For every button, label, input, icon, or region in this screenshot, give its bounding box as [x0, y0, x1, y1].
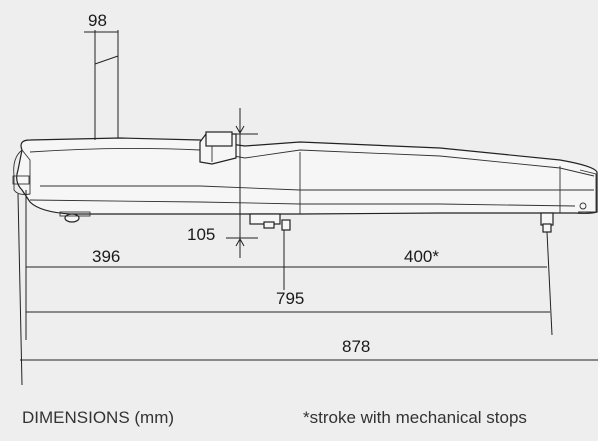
- dim-98-label: 98: [88, 11, 107, 30]
- dim-795-label: 795: [276, 289, 304, 308]
- body-mid-line: [40, 185, 594, 191]
- dim-400-label: 400*: [404, 247, 439, 266]
- dim-105-label: 105: [187, 225, 215, 244]
- front-bracket-base: [59, 211, 91, 217]
- dimension-396-400: 396 400*: [26, 247, 547, 268]
- front-bracket: [64, 213, 80, 223]
- dim-396-label: 396: [92, 247, 120, 266]
- caption-dimensions-unit: DIMENSIONS (mm): [22, 408, 175, 427]
- dimension-878: 878: [20, 337, 598, 361]
- dim-105-arrow-bottom: [235, 237, 245, 247]
- release-key-top: [205, 131, 233, 147]
- dim-878-label: 878: [342, 337, 370, 356]
- front-cap-detail: [12, 175, 30, 185]
- rear-cap: [578, 169, 597, 213]
- dim-105-arrow-top: [235, 125, 245, 135]
- dimension-105: 105: [187, 108, 258, 258]
- rear-pivot: [579, 202, 587, 210]
- dimension-98: 98: [84, 11, 119, 140]
- ext-line-front: [17, 193, 23, 386]
- front-cap: [13, 149, 31, 195]
- middle-bracket-foot: [263, 221, 275, 229]
- actuator-body: [12, 131, 598, 233]
- body-outline: [16, 137, 598, 215]
- body-top-line: [29, 147, 595, 177]
- dim-98-arrow: [94, 55, 119, 65]
- rear-bracket: [540, 212, 554, 226]
- rear-bracket-foot: [542, 223, 552, 233]
- caption-stroke-note: *stroke with mechanical stops: [303, 408, 527, 427]
- rod-tip: [281, 219, 291, 231]
- dimension-795: 795: [26, 289, 550, 313]
- ext-line-rear: [546, 231, 553, 336]
